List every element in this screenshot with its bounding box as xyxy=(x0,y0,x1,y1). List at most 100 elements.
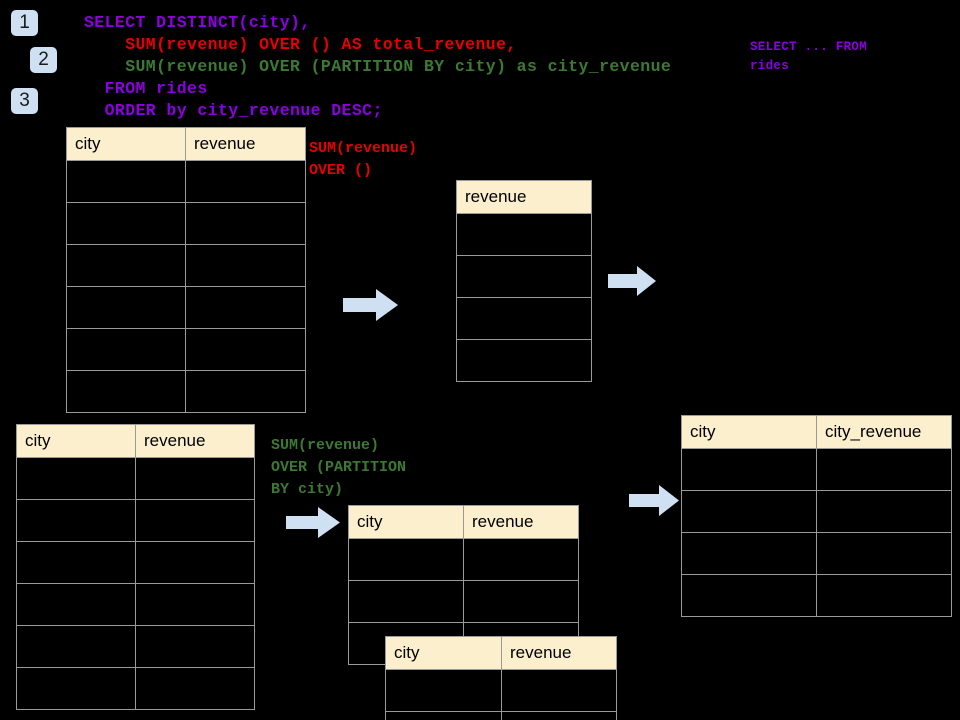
table-cell xyxy=(816,448,952,491)
table-cell xyxy=(456,255,592,298)
table-cell xyxy=(185,160,306,203)
table-cell xyxy=(816,490,952,533)
table-row xyxy=(681,490,952,533)
table-row xyxy=(456,297,592,340)
table-row xyxy=(66,160,306,203)
table-cell xyxy=(185,370,306,413)
table-cell xyxy=(135,583,255,626)
table-row xyxy=(348,538,579,581)
table-cell xyxy=(385,669,502,712)
table-cell xyxy=(456,339,592,382)
sql-line-select: SELECT DISTINCT(city), xyxy=(84,13,311,32)
annotation-partition-line2: OVER (PARTITION xyxy=(271,459,407,476)
table-row xyxy=(16,625,255,668)
annotation-total-line2: OVER () xyxy=(309,162,373,179)
table-row xyxy=(16,583,255,626)
column-header-city_revenue: city_revenue xyxy=(816,415,952,449)
table-row xyxy=(456,255,592,298)
sidenote-select-from: SELECT ... FROM xyxy=(750,40,868,54)
column-header-revenue: revenue xyxy=(456,180,592,214)
table-cell xyxy=(185,244,306,287)
table-cell xyxy=(16,499,136,542)
table-cell xyxy=(135,499,255,542)
table-cell xyxy=(66,202,186,245)
table-cell xyxy=(463,538,579,581)
table-row xyxy=(456,213,592,256)
table-cell xyxy=(16,667,136,710)
column-header-city: city xyxy=(681,415,817,449)
table-cell xyxy=(16,541,136,584)
table-cell xyxy=(66,370,186,413)
table-cell xyxy=(66,328,186,371)
arrow-source-to-partition xyxy=(286,507,340,538)
table-header-row: revenue xyxy=(456,180,592,214)
column-header-city: city xyxy=(385,636,502,670)
annotation-partition-line1: SUM(revenue) xyxy=(271,437,380,454)
table-row xyxy=(66,286,306,329)
table-row xyxy=(681,574,952,617)
table-total-revenue: revenue xyxy=(456,180,592,382)
table-row xyxy=(456,339,592,382)
arrow-source-to-total xyxy=(343,289,398,321)
table-row xyxy=(385,669,617,712)
column-header-city: city xyxy=(66,127,186,161)
table-cell xyxy=(816,532,952,575)
table-cell xyxy=(16,583,136,626)
sql-line-order-by: ORDER by city_revenue DESC; xyxy=(84,101,383,120)
column-header-revenue: revenue xyxy=(463,505,579,539)
step-badge-1: 1 xyxy=(11,10,38,36)
column-header-city: city xyxy=(348,505,464,539)
table-cell xyxy=(185,286,306,329)
arrow-partition-to-result xyxy=(629,485,679,516)
table-cell xyxy=(463,580,579,623)
sql-line-total-revenue: SUM(revenue) OVER () AS total_revenue, xyxy=(84,35,517,54)
table-row xyxy=(66,370,306,413)
table-cell xyxy=(501,711,617,720)
table-cell xyxy=(456,213,592,256)
table-cell xyxy=(66,244,186,287)
table-cell xyxy=(16,457,136,500)
table-cell xyxy=(348,538,464,581)
column-header-city: city xyxy=(16,424,136,458)
table-cell xyxy=(66,160,186,203)
column-header-revenue: revenue xyxy=(501,636,617,670)
sql-line-from: FROM rides xyxy=(84,79,208,98)
table-cell xyxy=(385,711,502,720)
table-cell xyxy=(681,490,817,533)
table-cell xyxy=(185,202,306,245)
table-cell xyxy=(185,328,306,371)
table-row xyxy=(66,202,306,245)
table-row xyxy=(681,448,952,491)
table-row xyxy=(385,711,617,720)
step-badge-3: 3 xyxy=(11,88,38,114)
table-cell xyxy=(135,667,255,710)
table-cell xyxy=(816,574,952,617)
table-row xyxy=(348,580,579,623)
table-row xyxy=(66,244,306,287)
table-cell xyxy=(135,457,255,500)
column-header-revenue: revenue xyxy=(135,424,255,458)
column-header-revenue: revenue xyxy=(185,127,306,161)
table-cell xyxy=(66,286,186,329)
table-cell xyxy=(681,574,817,617)
table-row xyxy=(16,499,255,542)
annotation-total-line1: SUM(revenue) xyxy=(309,140,418,157)
annotation-partition-line3: BY city) xyxy=(271,481,344,498)
table-cell xyxy=(135,625,255,668)
table-cell xyxy=(16,625,136,668)
sql-line-city-revenue: SUM(revenue) OVER (PARTITION BY city) as… xyxy=(84,57,672,76)
table-cell xyxy=(135,541,255,584)
sidenote-rides: rides xyxy=(750,59,790,73)
step-badge-2: 2 xyxy=(30,47,57,73)
table-cell xyxy=(456,297,592,340)
